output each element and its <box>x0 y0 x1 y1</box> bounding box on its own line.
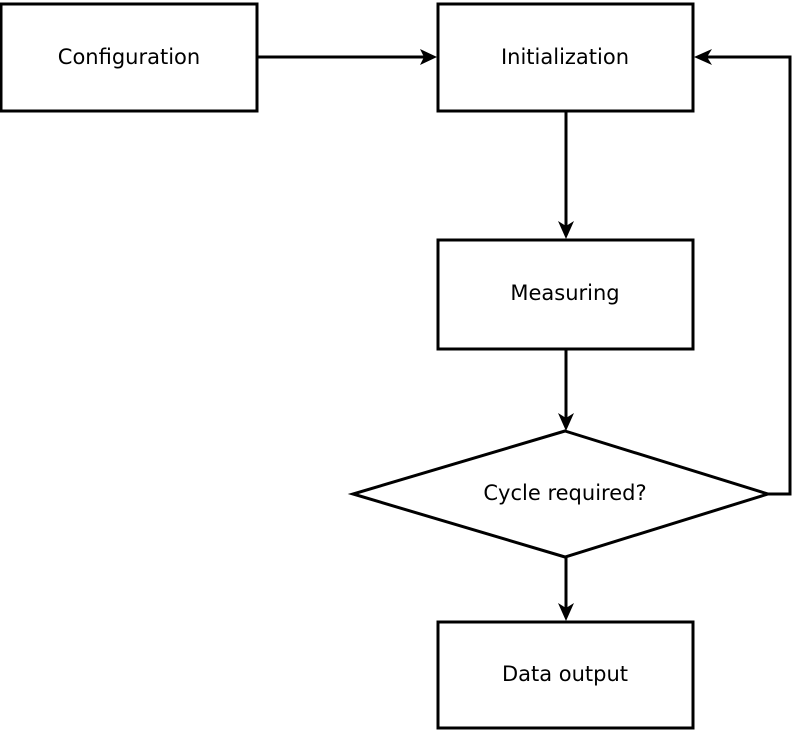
node-label: Cycle required? <box>483 481 646 505</box>
edge-cycle-required-to-data-output <box>558 557 574 621</box>
arrow-head-down <box>558 603 574 621</box>
node-cycle-required[interactable]: Cycle required? <box>347 429 774 559</box>
node-label: Measuring <box>510 281 619 305</box>
arrow-head-right <box>420 49 437 65</box>
edge-measuring-to-cycle-required <box>558 349 574 431</box>
node-diamond <box>347 429 774 559</box>
edge-initialization-to-measuring <box>558 111 574 239</box>
node-label: Configuration <box>58 45 200 69</box>
node-label: Initialization <box>501 45 629 69</box>
node-rect <box>436 2 695 113</box>
edge-line <box>701 55 792 496</box>
node-initialization[interactable]: Initialization <box>436 2 695 113</box>
arrow-head-down <box>558 221 574 239</box>
node-configuration[interactable]: Configuration <box>0 2 259 113</box>
edge-configuration-to-initialization <box>258 49 437 65</box>
node-data-output[interactable]: Data output <box>436 620 695 730</box>
arrow-head-left <box>694 49 712 65</box>
node-rect <box>0 2 259 113</box>
node-rect <box>436 238 695 351</box>
node-measuring[interactable]: Measuring <box>436 238 695 351</box>
arrow-head-down <box>558 413 574 431</box>
node-label: Data output <box>502 662 628 686</box>
edge-cycle-required-to-initialization-feedback <box>694 49 792 496</box>
node-rect <box>436 620 695 730</box>
